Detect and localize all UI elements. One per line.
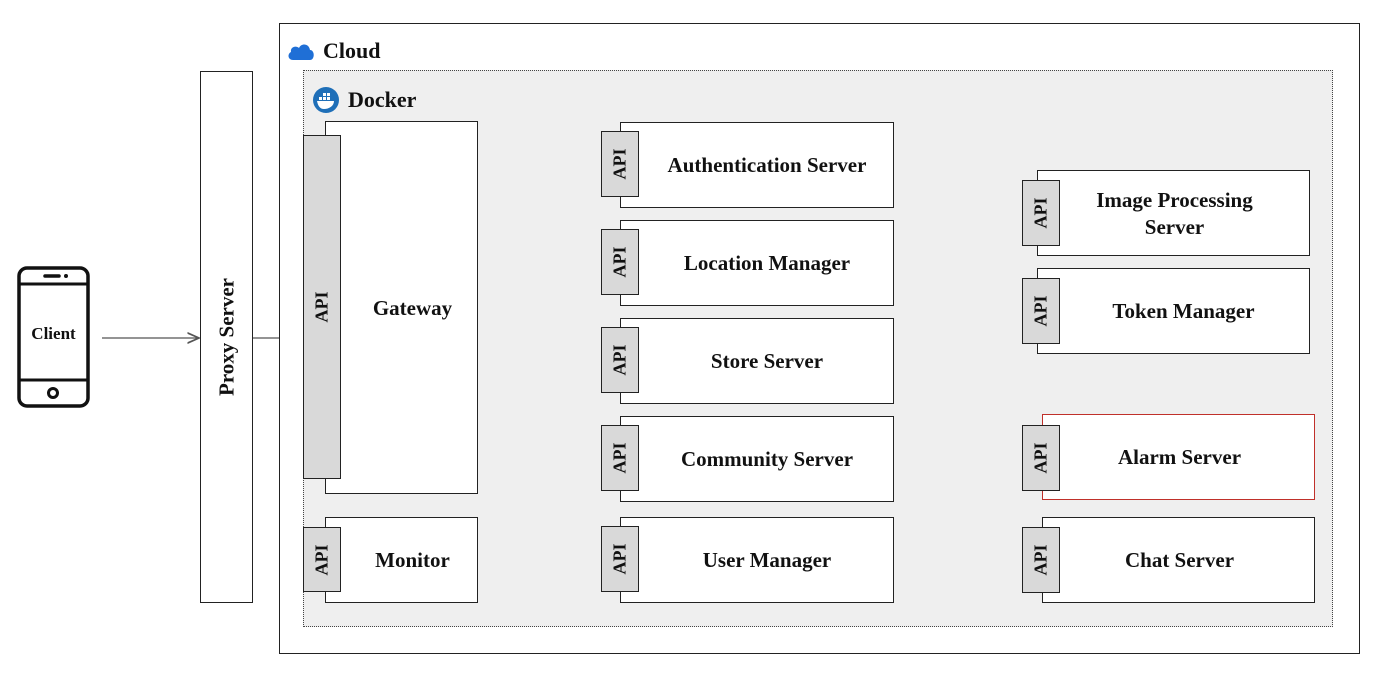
proxy-server: Proxy Server [200, 71, 253, 603]
api-label: API [609, 442, 630, 474]
service-api-port: API [601, 327, 639, 393]
api-label: API [1030, 544, 1051, 576]
service-box-user: User Manager [620, 517, 894, 603]
api-label: API [1030, 442, 1051, 474]
service-label: Token Manager [1112, 299, 1255, 324]
gateway-api-port: API [303, 135, 341, 479]
smartphone-icon [17, 266, 90, 408]
service-label: Authentication Server [667, 153, 867, 178]
proxy-server-label: Proxy Server [214, 278, 238, 396]
api-label: API [311, 544, 332, 575]
docker-label: Docker [348, 87, 417, 112]
api-label: API [311, 291, 332, 323]
service-label: User Manager [702, 548, 832, 573]
docker-whale-icon [312, 86, 340, 114]
api-label: API [609, 543, 630, 575]
gateway-box: Gateway [325, 121, 478, 494]
client-label: Client [31, 324, 76, 343]
service-box-community: Community Server [620, 416, 894, 502]
service-label: Image Processing Server [1096, 187, 1253, 239]
service-label: Store Server [710, 349, 824, 374]
service-box-authentication: Authentication Server [620, 122, 894, 208]
service-api-port: API [1022, 425, 1060, 491]
service-label: Location Manager [683, 251, 851, 276]
service-api-port: API [601, 526, 639, 592]
service-label: Alarm Server [1117, 445, 1242, 470]
service-box-chat: Chat Server [1042, 517, 1315, 603]
cloud-label: Cloud [323, 38, 381, 63]
service-api-port: API [1022, 180, 1060, 246]
service-box-alarm: Alarm Server [1042, 414, 1315, 500]
api-label: API [609, 246, 630, 278]
service-label: Community Server [680, 447, 854, 472]
service-api-port: API [601, 131, 639, 197]
gateway-label: Gateway [372, 295, 453, 320]
cloud-icon [286, 40, 316, 62]
monitor-box: Monitor [325, 517, 478, 603]
service-api-port: API [601, 425, 639, 491]
api-label: API [609, 344, 630, 376]
service-box-store: Store Server [620, 318, 894, 404]
monitor-label: Monitor [375, 548, 450, 573]
service-box-token: Token Manager [1037, 268, 1310, 354]
monitor-api-port: API [303, 527, 341, 592]
client-device: Client [17, 266, 90, 408]
api-label: API [1030, 295, 1051, 327]
service-box-location: Location Manager [620, 220, 894, 306]
api-label: API [1030, 197, 1051, 229]
service-api-port: API [1022, 527, 1060, 593]
service-api-port: API [1022, 278, 1060, 344]
service-box-image-processing: Image Processing Server [1037, 170, 1310, 256]
service-label: Chat Server [1124, 548, 1235, 573]
service-api-port: API [601, 229, 639, 295]
api-label: API [609, 148, 630, 180]
